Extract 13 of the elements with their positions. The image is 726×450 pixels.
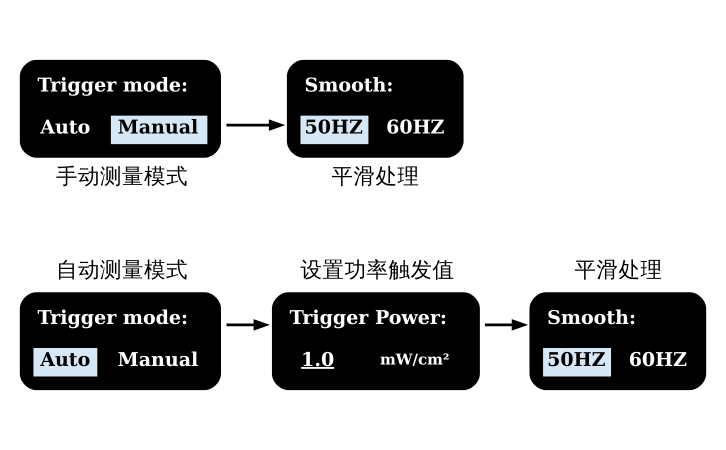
node-box: Smooth: 50HZ 60HZ [286,60,464,158]
node-label: 平滑处理 [574,258,662,284]
arrow [226,319,270,331]
node-box: Trigger mode: Auto Manual [20,292,221,390]
arrow [484,319,528,331]
arrow [226,119,286,131]
node-label: 手动测量模式 [56,164,188,190]
node-box: Trigger mode: Auto Manual [20,60,221,158]
node-label: 平滑处理 [332,164,420,190]
node-label: 设置功率触发值 [300,258,454,284]
node-label: 自动测量模式 [56,258,188,284]
node-box: Trigger Power: 1.0 mW/cm² [272,292,480,390]
node-box: Smooth: 50HZ 60HZ [529,292,706,390]
